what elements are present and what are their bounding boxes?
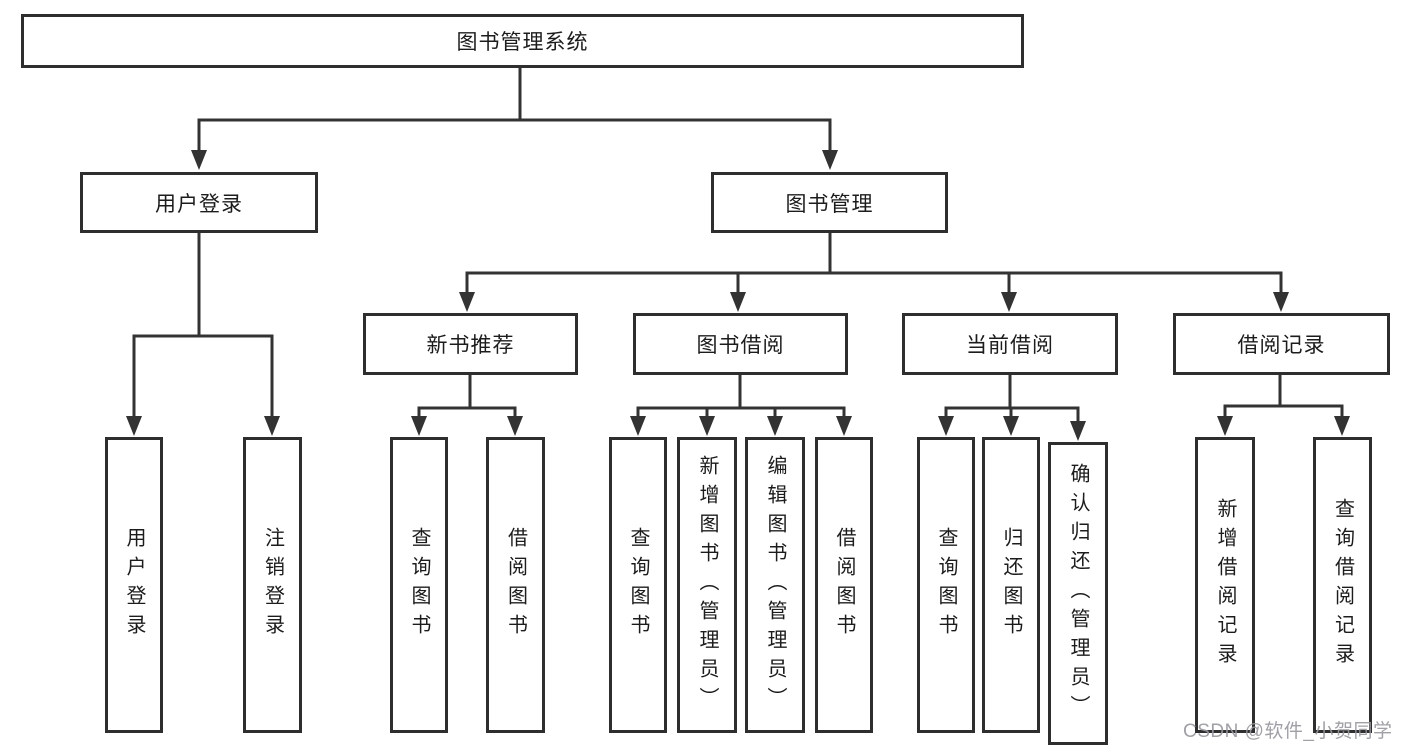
node-root-library-system: 图书管理系统 xyxy=(21,14,1024,68)
leaf-add-books-admin: 新增图书（管理员） xyxy=(677,437,737,733)
node-borrow-records: 借阅记录 xyxy=(1173,313,1390,375)
leaf-query-books-current: 查询图书 xyxy=(917,437,975,733)
leaf-edit-books-admin: 编辑图书（管理员） xyxy=(745,437,805,733)
leaf-user-login: 用户登录 xyxy=(105,437,163,733)
leaf-confirm-return-admin: 确认归还（管理员） xyxy=(1048,442,1108,745)
leaf-query-books-recommend: 查询图书 xyxy=(390,437,448,733)
leaf-return-books: 归还图书 xyxy=(982,437,1040,733)
node-book-borrow: 图书借阅 xyxy=(633,313,848,375)
leaf-borrow-books-recommend: 借阅图书 xyxy=(486,437,545,733)
node-book-management: 图书管理 xyxy=(711,172,948,233)
leaf-add-borrow-record: 新增借阅记录 xyxy=(1195,437,1255,733)
node-user-login: 用户登录 xyxy=(80,172,318,233)
leaf-query-books-borrow: 查询图书 xyxy=(609,437,667,733)
csdn-watermark: CSDN @软件_小贺同学 xyxy=(1183,721,1393,742)
node-current-borrow: 当前借阅 xyxy=(902,313,1118,375)
leaf-borrow-books: 借阅图书 xyxy=(815,437,873,733)
node-new-book-recommend: 新书推荐 xyxy=(363,313,578,375)
leaf-logout: 注销登录 xyxy=(243,437,302,733)
leaf-query-borrow-record: 查询借阅记录 xyxy=(1313,437,1372,733)
